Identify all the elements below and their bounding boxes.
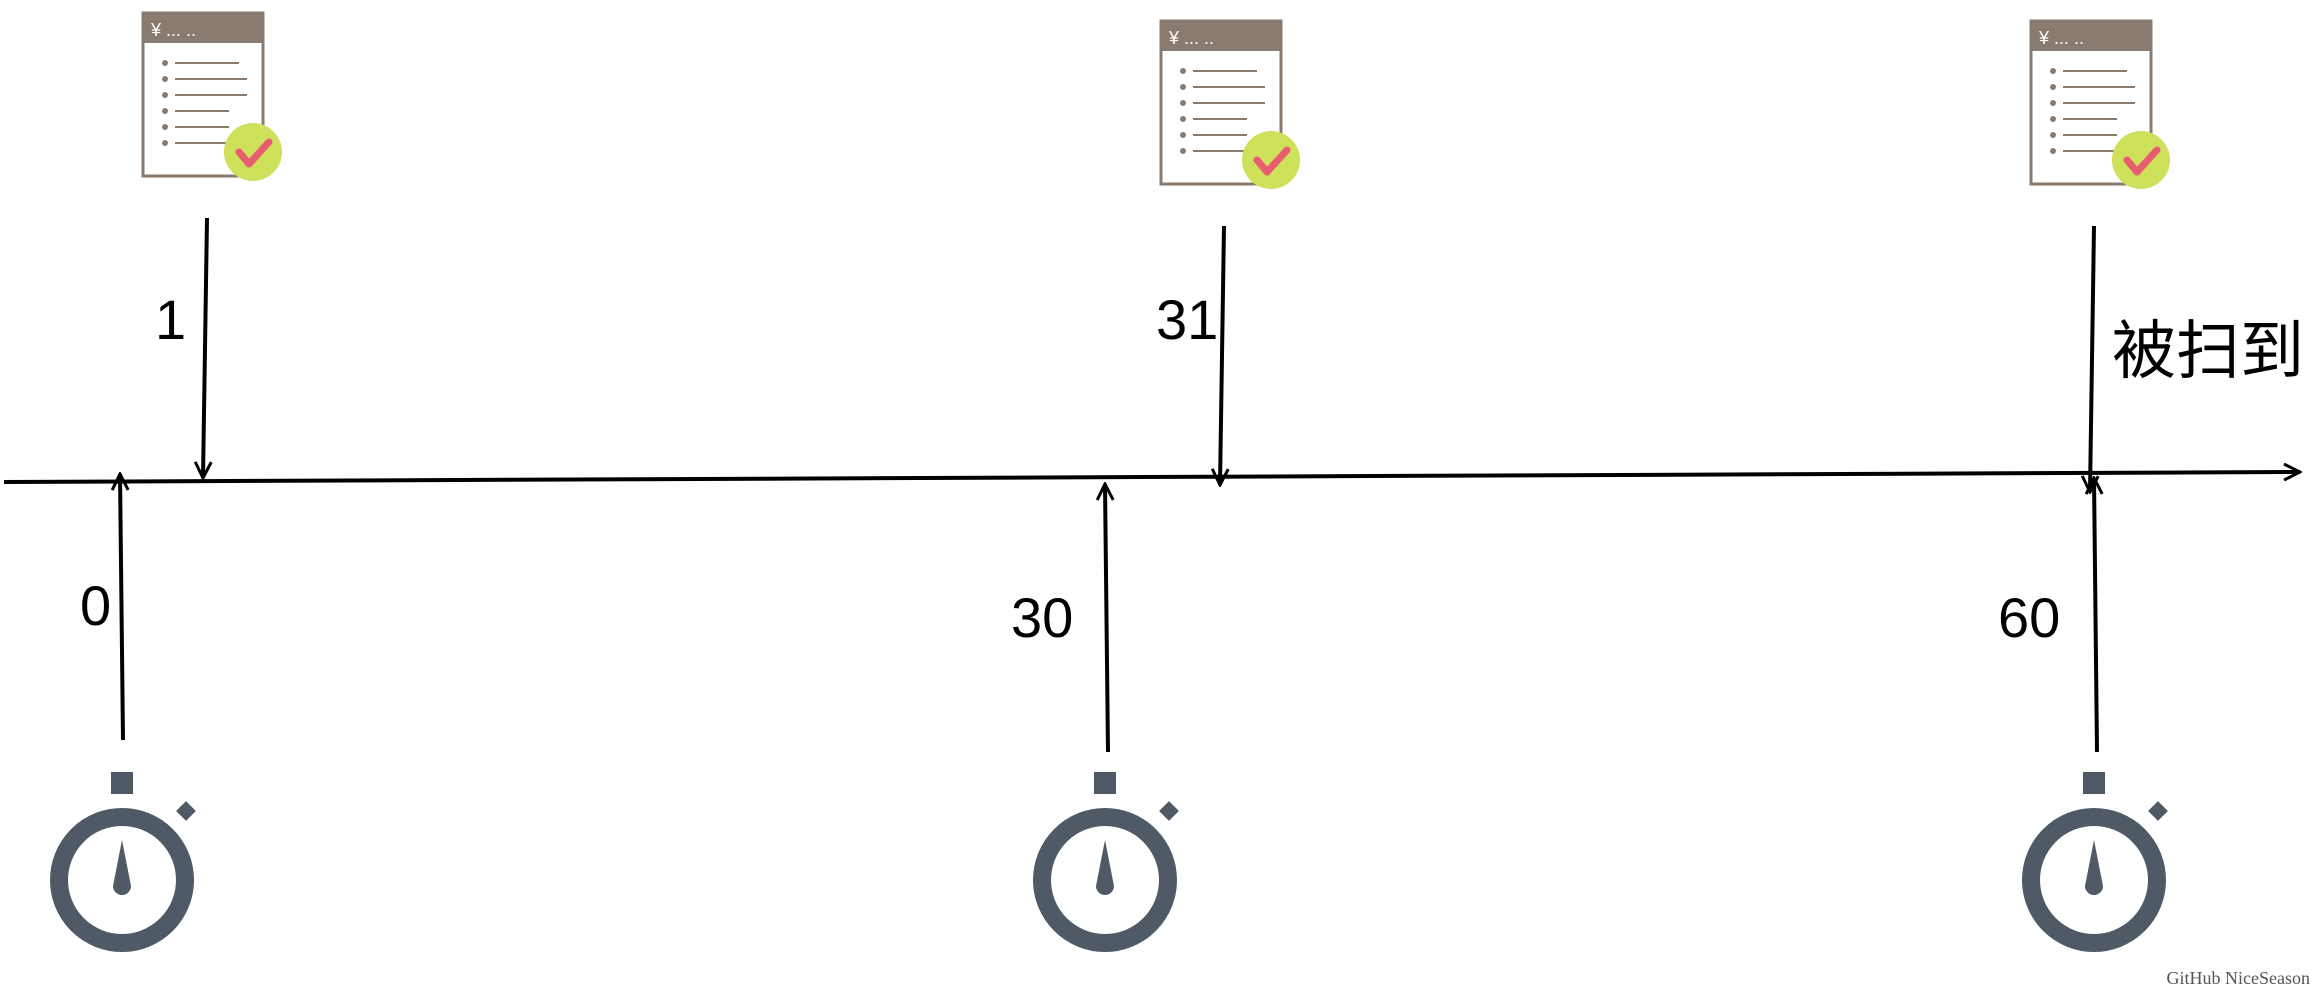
timer-arrow-3	[2094, 478, 2097, 753]
order-arrow-2	[1220, 225, 1224, 485]
doc-header-text: ¥ ... ..	[150, 20, 196, 40]
order-document-icon: ¥ ... ..	[1159, 19, 1300, 189]
doc-header-text: ¥ ... ..	[1168, 28, 1214, 48]
scanned-label: 被扫到	[2112, 315, 2304, 389]
check-badge-icon	[224, 123, 282, 181]
stopwatch-icon	[50, 772, 196, 952]
order-label-2: 31	[1156, 288, 1219, 351]
doc-header-text: ¥ ... ..	[2038, 28, 2084, 48]
stopwatch-icon	[1033, 772, 1179, 952]
time-axis	[3, 472, 2300, 484]
timer-label-2: 30	[1011, 586, 1074, 649]
order-document-icon: ¥ ... ..	[2029, 19, 2170, 189]
timer-label-3: 60	[1998, 586, 2061, 649]
order-arrow-1	[203, 217, 207, 478]
order-document-icon: ¥ ... ..	[141, 11, 282, 181]
timer-label-1: 0	[80, 574, 112, 637]
stopwatch-icon	[2022, 772, 2168, 952]
timer-arrow-1	[120, 474, 123, 741]
check-badge-icon	[1242, 131, 1300, 189]
check-badge-icon	[2112, 131, 2170, 189]
order-label-1: 1	[155, 288, 187, 351]
timer-arrow-2	[1105, 484, 1108, 753]
order-arrow-3	[2090, 225, 2094, 492]
watermark: GitHub NiceSeason	[2166, 968, 2310, 988]
